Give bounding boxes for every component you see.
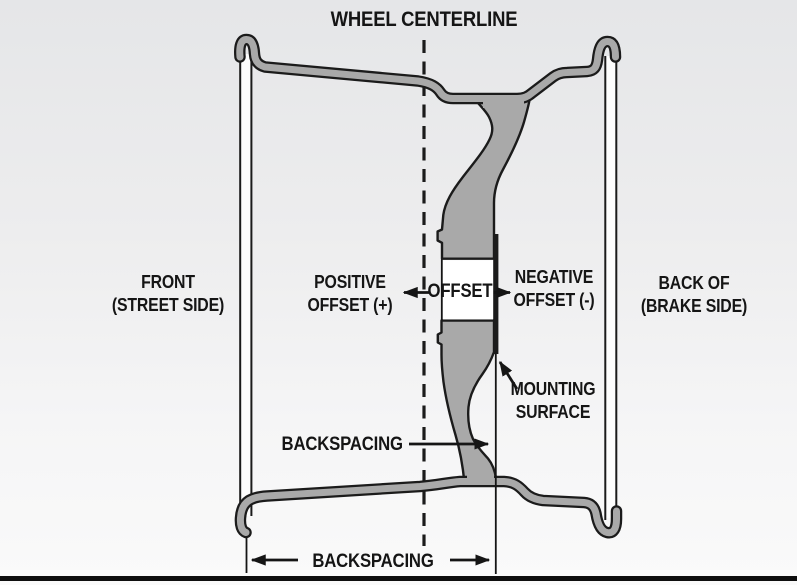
spoke-upper-section bbox=[436, 94, 532, 260]
right-rim-wall bbox=[604, 54, 618, 526]
label-line: MOUNTING bbox=[510, 379, 596, 399]
backspacing-bottom-label: BACKSPACING bbox=[312, 551, 434, 572]
back-brake-side-label: BACK OF (BRAKE SIDE) bbox=[641, 272, 747, 318]
positive-offset-label: POSITIVE OFFSET (+) bbox=[308, 271, 393, 317]
center-bore-gap bbox=[440, 259, 493, 321]
spoke-rim-weld-top bbox=[483, 100, 524, 108]
spoke-rim-weld-bottom bbox=[467, 474, 494, 484]
label-line: (BRAKE SIDE) bbox=[640, 296, 748, 316]
label-line: (STREET SIDE) bbox=[111, 295, 225, 315]
negative-offset-label: NEGATIVE OFFSET (-) bbox=[514, 266, 595, 312]
rim-bottom-profile bbox=[234, 475, 623, 539]
wheel-centerline-label: WHEEL CENTERLINE bbox=[330, 8, 518, 31]
offset-label: OFFSET bbox=[427, 281, 493, 302]
rim-top-profile bbox=[234, 33, 622, 105]
bottom-border-bar bbox=[0, 576, 797, 581]
left-rim-wall bbox=[239, 54, 253, 520]
label-line: OFFSET (+) bbox=[307, 295, 393, 315]
mounting-surface-label: MOUNTING SURFACE bbox=[511, 378, 596, 424]
label-line: NEGATIVE bbox=[514, 267, 594, 287]
front-street-side-label: FRONT (STREET SIDE) bbox=[112, 271, 224, 317]
spoke-lower-section bbox=[436, 319, 498, 485]
mounting-surface-arrow bbox=[498, 360, 519, 390]
label-line: OFFSET (-) bbox=[513, 290, 595, 310]
label-line: FRONT bbox=[141, 272, 195, 292]
label-line: SURFACE bbox=[515, 402, 591, 422]
label-line: BACK OF bbox=[658, 273, 730, 293]
label-line: POSITIVE bbox=[314, 272, 386, 292]
backspacing-label: BACKSPACING bbox=[281, 434, 403, 455]
